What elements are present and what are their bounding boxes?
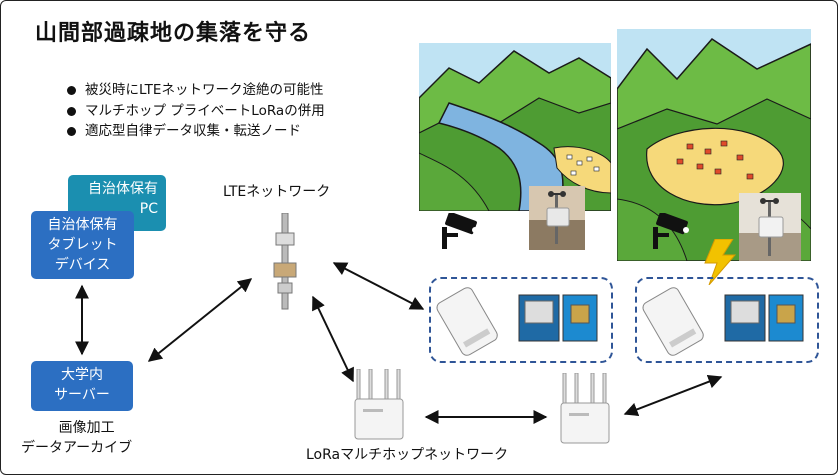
- server-box-line: サーバー: [54, 387, 110, 403]
- sensor-node-hardware: [642, 287, 804, 356]
- sensor-node-hardware: [436, 287, 598, 356]
- lightning-icon: [704, 239, 737, 285]
- sensor-node-group-right: [635, 277, 819, 363]
- arrow-lte-node: [332, 262, 425, 310]
- bullet-item: 適応型自律データ収集・転送ノード: [61, 121, 325, 142]
- slide-title: 山間部過疎地の集落を守る: [35, 21, 312, 46]
- tablet-box: 自治体保有 タブレット デバイス: [31, 211, 134, 279]
- lora-gateway-icon: [354, 369, 404, 440]
- bullet-list: 被災時にLTEネットワーク途絶の可能性 マルチホップ プライベートLoRaの併用…: [61, 80, 325, 142]
- sensor-node-group-left: [429, 277, 613, 363]
- tablet-box-line: タブレット: [47, 237, 118, 253]
- weather-station-photo: [739, 193, 801, 261]
- arrow-lte-gateway: [312, 295, 354, 383]
- lte-antenna-icon: [273, 213, 297, 310]
- lte-network-label: LTEネットワーク: [223, 184, 331, 200]
- bullet-item: 被災時にLTEネットワーク途絶の可能性: [61, 80, 325, 101]
- lora-gateway-icon: [560, 373, 610, 444]
- river-valley-illustration: [419, 43, 611, 211]
- arrow-server-lte: [147, 278, 253, 362]
- archive-label-line: データアーカイブ: [21, 440, 133, 456]
- bullet-item: マルチホップ プライベートLoRaの併用: [61, 101, 325, 122]
- camera-icon: [442, 213, 478, 249]
- tablet-box-line: 自治体保有: [47, 217, 118, 233]
- arrow-gateway-node: [623, 374, 723, 417]
- lora-network-label: LoRaマルチホップネットワーク: [306, 447, 509, 463]
- camera-icon: [653, 213, 689, 249]
- archive-label-line: 画像加工: [58, 420, 115, 436]
- server-box: 大学内 サーバー: [31, 361, 133, 411]
- pc-box-line: 自治体保有: [88, 181, 158, 197]
- archive-label: 画像加工 データアーカイブ: [21, 418, 132, 458]
- server-box-line: 大学内: [61, 367, 103, 383]
- tablet-box-line: デバイス: [54, 257, 111, 273]
- weather-station-photo: [529, 186, 585, 250]
- pc-box-line: PC: [139, 201, 158, 217]
